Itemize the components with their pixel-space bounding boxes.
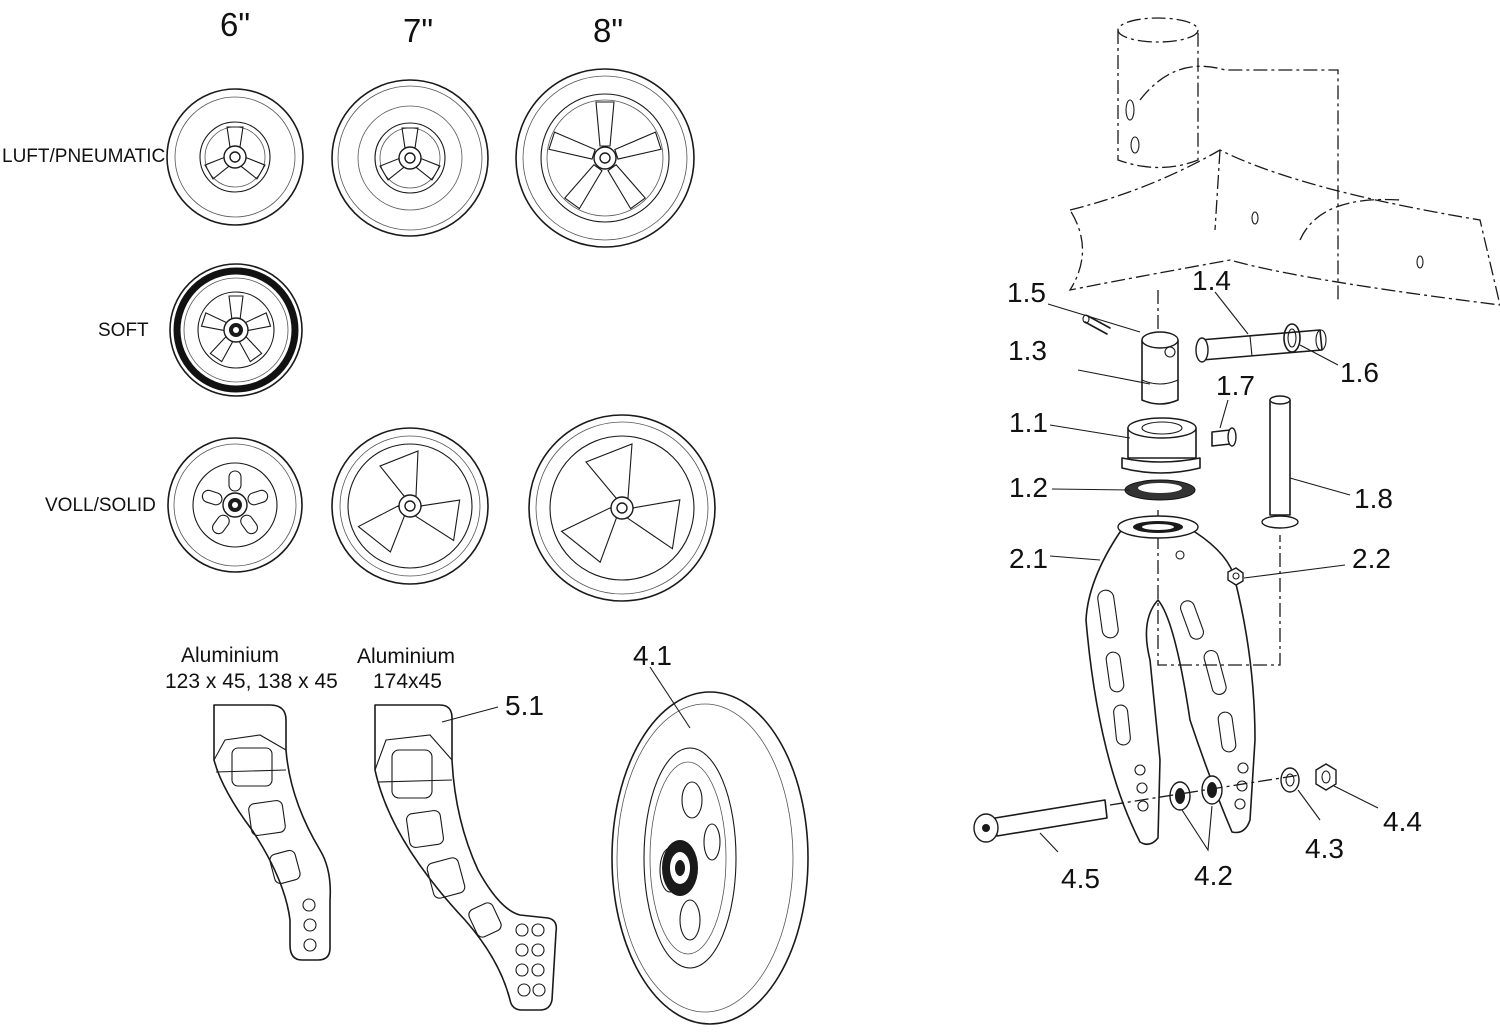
fork-long-material: Aluminium	[357, 645, 455, 668]
fork-blade-short	[213, 704, 332, 961]
part-4-4-locknut	[1315, 763, 1337, 791]
fork-short-sizes: 123 x 45, 138 x 45	[165, 670, 338, 693]
part-4-2-bearings	[1169, 775, 1223, 811]
part-label-2-2: 2.2	[1352, 543, 1391, 574]
pneumatic-wheel-8in	[515, 68, 695, 248]
part-1-3-socket	[1141, 331, 1179, 405]
size-label-7in: 7"	[403, 12, 433, 49]
pneumatic-wheel-6in	[166, 88, 304, 226]
part-label-5-1: 5.1	[505, 690, 544, 721]
part-label-4-4: 4.4	[1383, 806, 1422, 837]
size-label-8in: 8"	[593, 12, 623, 49]
soft-wheel-6in	[169, 263, 303, 397]
part-label-1-4: 1.4	[1192, 265, 1231, 296]
part-1-2-washer	[1124, 479, 1196, 501]
leader-lines	[1039, 291, 1379, 853]
solid-wheel-6in	[167, 437, 303, 573]
solid-wheel-7in	[331, 427, 489, 585]
caster-wheel-4-1	[611, 691, 809, 1025]
size-label-6in: 6"	[220, 6, 250, 43]
leader-4-1	[649, 666, 691, 729]
fork-short-material: Aluminium	[181, 644, 279, 667]
part-label-2-1: 2.1	[1009, 543, 1048, 574]
fork-long-sizes: 174x45	[373, 670, 442, 693]
part-label-1-5: 1.5	[1007, 277, 1046, 308]
axle-centerline	[1109, 774, 1301, 806]
row-label-soft: SOFT	[98, 320, 149, 341]
part-label-1-2: 1.2	[1009, 472, 1048, 503]
solid-wheel-8in	[528, 414, 716, 602]
part-1-5-pin	[1082, 314, 1111, 335]
part-label-4-1: 4.1	[633, 640, 672, 671]
part-2-1-fork	[1085, 515, 1256, 846]
leader-5-1	[441, 706, 499, 723]
part-1-7-screw	[1211, 427, 1237, 447]
part-2-2-nut	[1227, 567, 1244, 586]
part-4-5-bolt	[973, 799, 1108, 843]
frame-phantom	[1068, 17, 1500, 666]
pneumatic-wheel-7in	[331, 79, 489, 237]
part-label-1-6: 1.6	[1340, 357, 1379, 388]
part-label-1-1: 1.1	[1009, 407, 1048, 438]
part-1-4-axle	[1195, 329, 1327, 363]
row-label-pneumatic: LUFT/PNEUMATIC	[2, 146, 165, 167]
part-4-3-washer	[1280, 767, 1300, 793]
part-label-4-2: 4.2	[1194, 860, 1233, 891]
part-label-4-5: 4.5	[1061, 863, 1100, 894]
fork-blade-long	[374, 704, 558, 1011]
part-label-1-7: 1.7	[1216, 370, 1255, 401]
part-1-8-sleeve	[1261, 395, 1299, 529]
part-1-6-circlip	[1283, 323, 1301, 353]
part-label-1-3: 1.3	[1008, 335, 1047, 366]
part-label-1-8: 1.8	[1354, 483, 1393, 514]
part-label-4-3: 4.3	[1305, 833, 1344, 864]
part-1-1-housing	[1121, 417, 1201, 474]
row-label-solid: VOLL/SOLID	[45, 495, 156, 516]
